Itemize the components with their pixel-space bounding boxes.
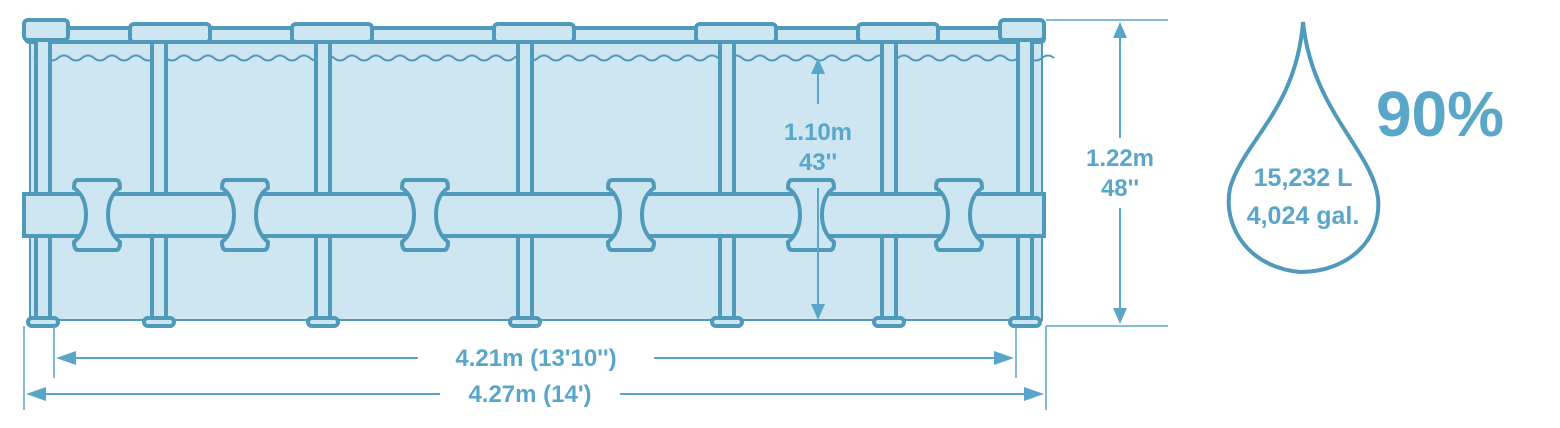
frame-feet: [26, 316, 1042, 328]
top-joint: [290, 22, 374, 44]
frame-foot: [508, 316, 542, 328]
top-joint: [694, 22, 778, 44]
arrow-head: [811, 58, 825, 74]
belt-clip: [605, 178, 657, 252]
frame-foot: [872, 316, 906, 328]
water-height-label-m: 1.10m: [784, 119, 852, 146]
water-height-label-in: 43'': [799, 149, 837, 176]
belt-clip: [71, 178, 123, 252]
arrow-head: [1024, 387, 1044, 401]
frame-leg: [1016, 38, 1034, 322]
arrow-head: [56, 351, 76, 365]
water-drop-outline: [1226, 21, 1381, 275]
arrow-head: [1113, 308, 1127, 324]
pool-wall: [29, 39, 1043, 321]
frame-foot: [710, 316, 744, 328]
frame-leg: [516, 38, 534, 322]
frame-foot: [1008, 316, 1042, 328]
frame-leg: [718, 38, 736, 322]
top-joint: [22, 18, 70, 42]
belt-clips: [71, 178, 985, 252]
frame-leg: [34, 38, 52, 322]
water-drop-icon: 15,232 L 4,024 gal.: [1226, 21, 1381, 275]
wall-height-label-m: 1.22m: [1086, 145, 1154, 172]
frame-leg: [880, 38, 898, 322]
frame-leg: [150, 38, 168, 322]
belt-clip: [399, 178, 451, 252]
outer-diameter-label: 4.27m (14'): [468, 381, 591, 408]
top-joints: [22, 18, 1046, 44]
top-joint: [998, 18, 1046, 42]
frame-leg: [314, 38, 332, 322]
middle-belt: [22, 192, 1046, 238]
capacity-gallons: 4,024 gal.: [1247, 202, 1360, 230]
arrow-head: [811, 304, 825, 320]
belt-clip: [933, 178, 985, 252]
fill-percent: 90%: [1376, 78, 1504, 150]
top-joint: [856, 22, 940, 44]
frame-foot: [26, 316, 60, 328]
arrow-head: [1113, 22, 1127, 38]
top-joint: [492, 22, 576, 44]
frame-foot: [142, 316, 176, 328]
inner-diameter-label: 4.21m (13'10''): [455, 345, 616, 372]
belt-clip: [785, 178, 837, 252]
pool-frame-icon: [22, 18, 1055, 328]
dimension-labels: 1.10m 43'' 1.22m 48'' 4.21m (13'10'') 4.…: [455, 119, 1154, 408]
wall-height-label-in: 48'': [1101, 175, 1139, 202]
capacity-liters: 15,232 L: [1254, 164, 1353, 192]
frame-foot: [306, 316, 340, 328]
top-joint: [128, 22, 212, 44]
arrow-head: [994, 351, 1014, 365]
arrow-head: [26, 387, 46, 401]
dimension-arrow-icon: [23, 19, 1168, 410]
belt-clip: [219, 178, 271, 252]
